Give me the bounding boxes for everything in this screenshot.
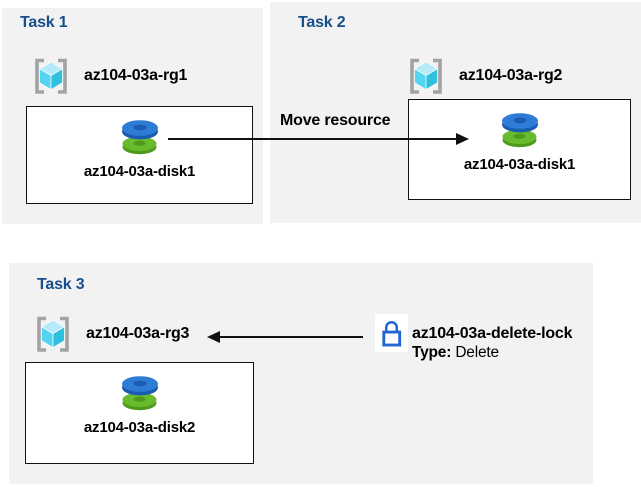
move-resource-label: Move resource	[280, 112, 391, 129]
task3-title: Task 3	[37, 276, 85, 293]
disk-icon	[118, 374, 162, 412]
lock-type-value: Delete	[455, 344, 499, 361]
task2-panel: Task 2 az104-03a-rg2	[270, 2, 641, 223]
disk-icon	[498, 111, 542, 149]
task3-resource-box: az104-03a-disk2	[25, 362, 254, 464]
lock-type-label: Type: Delete	[412, 343, 572, 362]
task3-panel: Task 3 az104-03a-rg3	[9, 263, 593, 484]
lock-name-label: az104-03a-delete-lock	[412, 325, 573, 342]
task1-disk-label: az104-03a-disk1	[83, 163, 196, 180]
resource-group-icon	[406, 55, 446, 97]
task2-disk-label: az104-03a-disk1	[463, 156, 576, 173]
task2-resource-group: az104-03a-rg2	[406, 55, 562, 97]
resource-group-icon	[33, 313, 73, 355]
task1-title: Task 1	[20, 14, 68, 31]
task2-title: Task 2	[298, 14, 346, 31]
lock-arrowhead-icon	[207, 331, 220, 343]
resource-group-icon	[31, 55, 71, 97]
task2-resource-box: az104-03a-disk1	[408, 99, 631, 200]
task3-resource-group: az104-03a-rg3	[33, 313, 189, 355]
task2-rg-label: az104-03a-rg2	[459, 67, 563, 84]
lock-arrow-line	[219, 336, 363, 338]
move-resource-arrow-line	[168, 138, 458, 140]
task1-panel: Task 1 az104-03a-rg1	[2, 8, 263, 224]
move-resource-arrowhead-icon	[456, 133, 469, 145]
task3-disk-label: az104-03a-disk2	[83, 419, 196, 436]
disk-icon	[118, 118, 162, 156]
task1-resource-box: az104-03a-disk1	[26, 106, 253, 204]
lock-type-key: Type:	[412, 344, 452, 361]
task1-resource-group: az104-03a-rg1	[31, 55, 187, 97]
task3-rg-label: az104-03a-rg3	[86, 325, 190, 342]
lock-icon	[379, 318, 404, 349]
lock-labels: az104-03a-delete-lock Type: Delete	[412, 324, 573, 362]
task1-rg-label: az104-03a-rg1	[84, 67, 188, 84]
lock-chip	[375, 314, 408, 352]
